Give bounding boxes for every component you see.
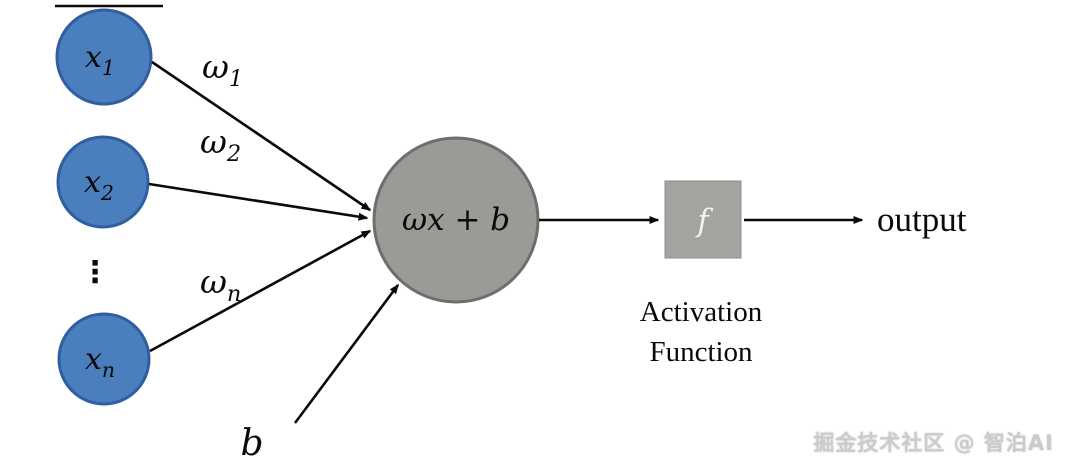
activation-caption-line2: Function: [649, 336, 753, 368]
weight-wn-label: ωn: [200, 262, 241, 307]
arrow-xn-to-neuron: [149, 229, 372, 353]
bias-label: b: [240, 423, 263, 464]
neuron-circle: [372, 136, 540, 304]
input-node-xn-label: xn: [85, 342, 115, 382]
watermark-text: 掘金技术社区 @ 智泊AI: [813, 431, 1054, 455]
weight-w2-label: ω2: [200, 122, 241, 167]
input-node-x2-label: x2: [84, 165, 114, 205]
x2-base: x: [84, 165, 101, 200]
w1-sub: 1: [229, 66, 243, 92]
input-node-x2: [56, 135, 150, 229]
output-label: output: [877, 200, 967, 239]
weight-w1-label: ω1: [202, 47, 243, 92]
x2-sub: 2: [100, 181, 114, 205]
w1-base: ω: [202, 47, 229, 86]
activation-caption-line1: Activation: [640, 296, 763, 328]
w2-base: ω: [200, 122, 227, 161]
w2-sub: 2: [226, 141, 241, 167]
x1-sub: 1: [102, 56, 115, 80]
x1-base: x: [85, 40, 102, 75]
arrow-x2-to-neuron: [148, 182, 369, 221]
neuron-sum-label: ωx + b: [402, 202, 510, 238]
wn-base: ω: [200, 262, 227, 301]
input-node-x1-label: x1: [85, 40, 115, 80]
arrow-bias-to-neuron: [293, 283, 400, 424]
input-node-xn: [57, 312, 151, 406]
xn-base: x: [85, 342, 102, 377]
xn-sub: n: [102, 358, 115, 382]
input-node-x1: [55, 8, 153, 106]
activation-box: [664, 180, 742, 259]
wn-sub: n: [227, 281, 241, 307]
vertical-ellipsis: ⋮: [80, 255, 110, 290]
arrow-x1-to-neuron: [151, 60, 372, 212]
